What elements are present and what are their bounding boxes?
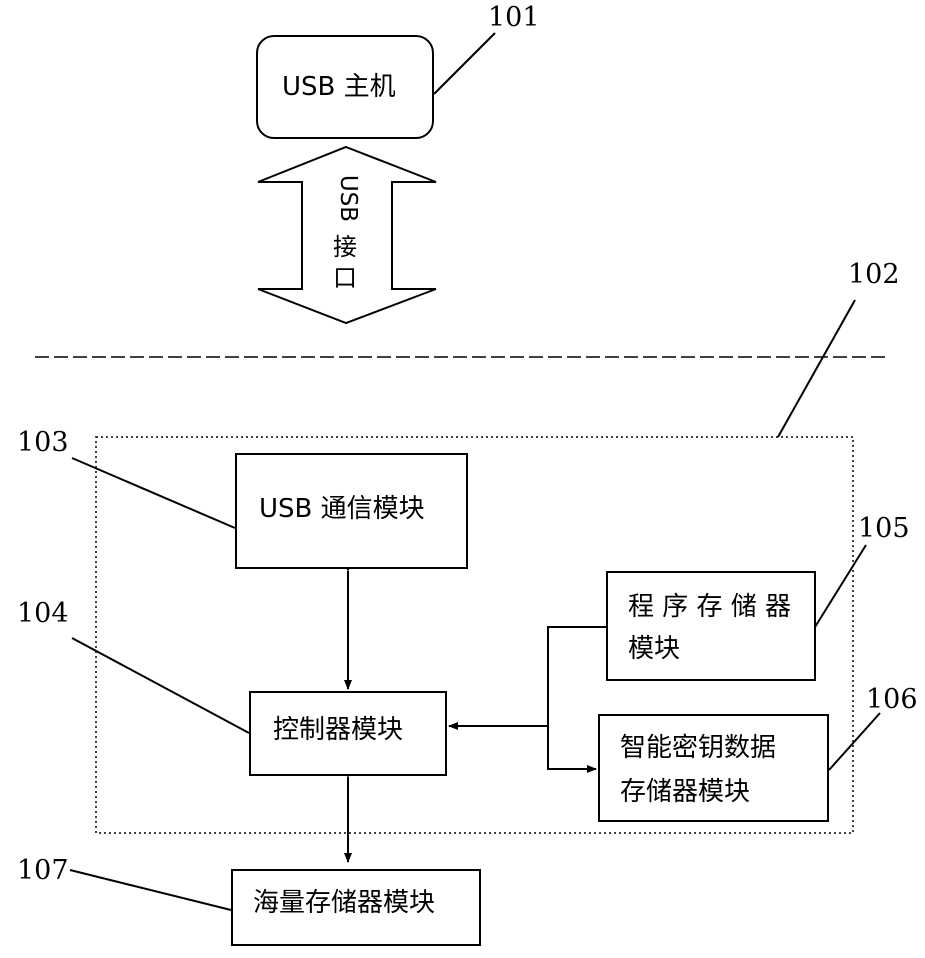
usb-comm-module-box: USB 通信模块 (235, 453, 468, 569)
device-boundary-dotted (95, 436, 854, 834)
connector-storage-bus (547, 626, 606, 773)
usb-comm-module-label: USB 通信模块 (259, 494, 425, 524)
ref-106: 106 (866, 684, 918, 715)
ref-103: 103 (17, 427, 69, 458)
leader-line-103 (71, 457, 236, 529)
ref-104: 104 (17, 598, 69, 629)
ref-107: 107 (17, 855, 69, 886)
mass-storage-module-label: 海量存储器模块 (253, 888, 436, 918)
leader-line-102 (777, 299, 856, 438)
usb-interface-double-arrow (257, 145, 437, 325)
leader-line-106 (828, 712, 881, 771)
leader-line-104 (71, 637, 250, 734)
usb-host-box: USB 主机 (256, 35, 434, 139)
ref-102: 102 (848, 259, 900, 290)
usb-interface-label-usb: USB (334, 174, 361, 223)
usb-host-label: USB 主机 (282, 72, 396, 102)
program-storage-label-line2: 模块 (628, 634, 681, 664)
program-storage-module-box: 程 序 存 储 器 模块 (606, 571, 816, 681)
mass-storage-module-box: 海量存储器模块 (231, 869, 481, 946)
usb-interface-label-jie: 接 (333, 233, 357, 261)
usb-interface-label-kou: 口 (333, 264, 357, 292)
controller-module-label: 控制器模块 (273, 715, 404, 745)
key-storage-module-box: 智能密钥数据 存储器模块 (598, 714, 829, 822)
leader-line-101 (433, 32, 496, 95)
leader-line-107 (69, 869, 232, 911)
program-storage-label-line1: 程 序 存 储 器 (628, 592, 792, 622)
ref-105: 105 (858, 513, 910, 544)
key-storage-label-line2: 存储器模块 (620, 777, 751, 807)
ref-101: 101 (488, 2, 540, 33)
key-storage-label-line1: 智能密钥数据 (620, 733, 777, 763)
leader-line-105 (814, 544, 867, 628)
controller-module-box: 控制器模块 (249, 691, 447, 776)
